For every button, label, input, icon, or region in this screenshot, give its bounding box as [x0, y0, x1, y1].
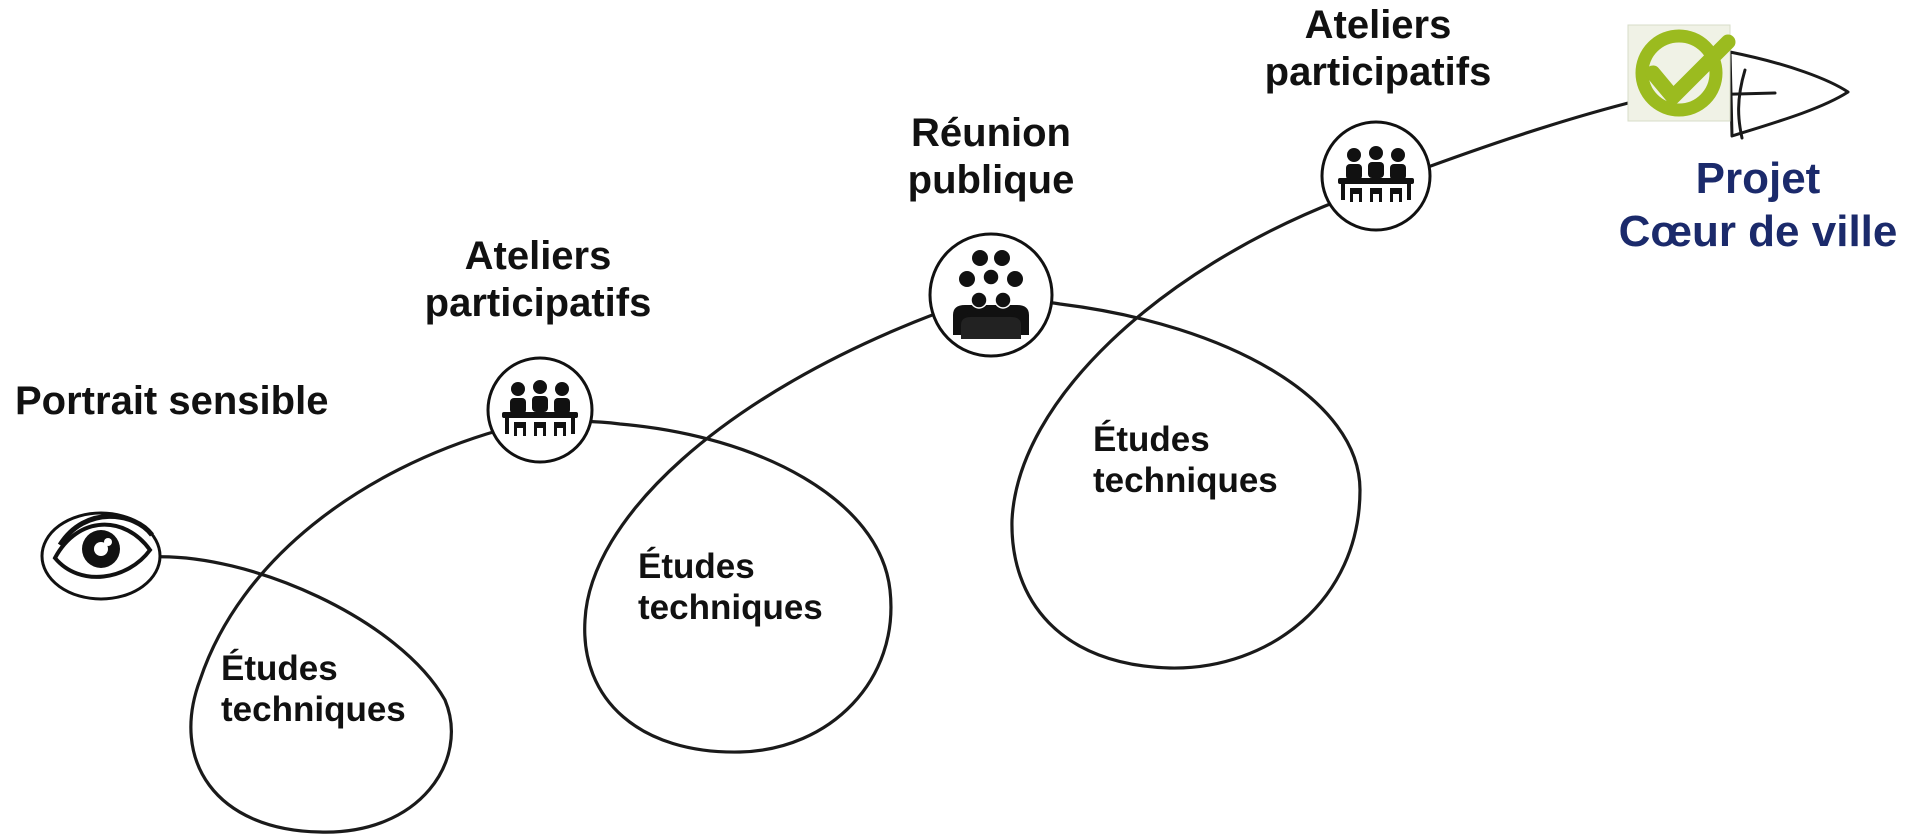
crowd-icon [928, 232, 1054, 358]
stage-label-line: participatifs [424, 281, 652, 326]
loop-label-line: techniques [221, 690, 406, 730]
loop-label-line: Études [221, 649, 338, 688]
stage-label-ateliers-2: Ateliers participatifs [1248, 2, 1508, 96]
loop-label-line: techniques [1093, 461, 1278, 501]
loop-label-3: Études techniques [1093, 419, 1278, 502]
stage-label-ateliers-1: Ateliers participatifs [408, 233, 668, 327]
final-label-line: Projet [1695, 154, 1821, 203]
checkmark-icon [1627, 24, 1736, 122]
stage-label-line: publique [907, 158, 1075, 203]
stage-label-line: Ateliers [1304, 3, 1452, 47]
meeting-table-icon [486, 356, 594, 464]
stage-label-reunion: Réunion publique [871, 110, 1111, 204]
stage-label-line: Ateliers [464, 234, 612, 278]
final-label-line: Cœur de ville [1618, 206, 1898, 256]
journey-path [148, 98, 1642, 834]
loop-label-2: Études techniques [638, 546, 823, 629]
meeting-table-icon [1320, 120, 1432, 232]
loop-label-line: techniques [638, 588, 823, 628]
eye-icon [40, 511, 162, 601]
loop-label-1: Études techniques [221, 648, 406, 731]
stage-label-line: Réunion [911, 111, 1071, 155]
loop-label-line: Études [1093, 420, 1210, 459]
stage-label-line: participatifs [1264, 50, 1492, 95]
final-project-label: Projet Cœur de ville [1596, 153, 1920, 259]
stage-label-portrait: Portrait sensible [15, 378, 328, 425]
stage-label-line: Portrait sensible [15, 379, 329, 423]
loop-label-line: Études [638, 547, 755, 586]
